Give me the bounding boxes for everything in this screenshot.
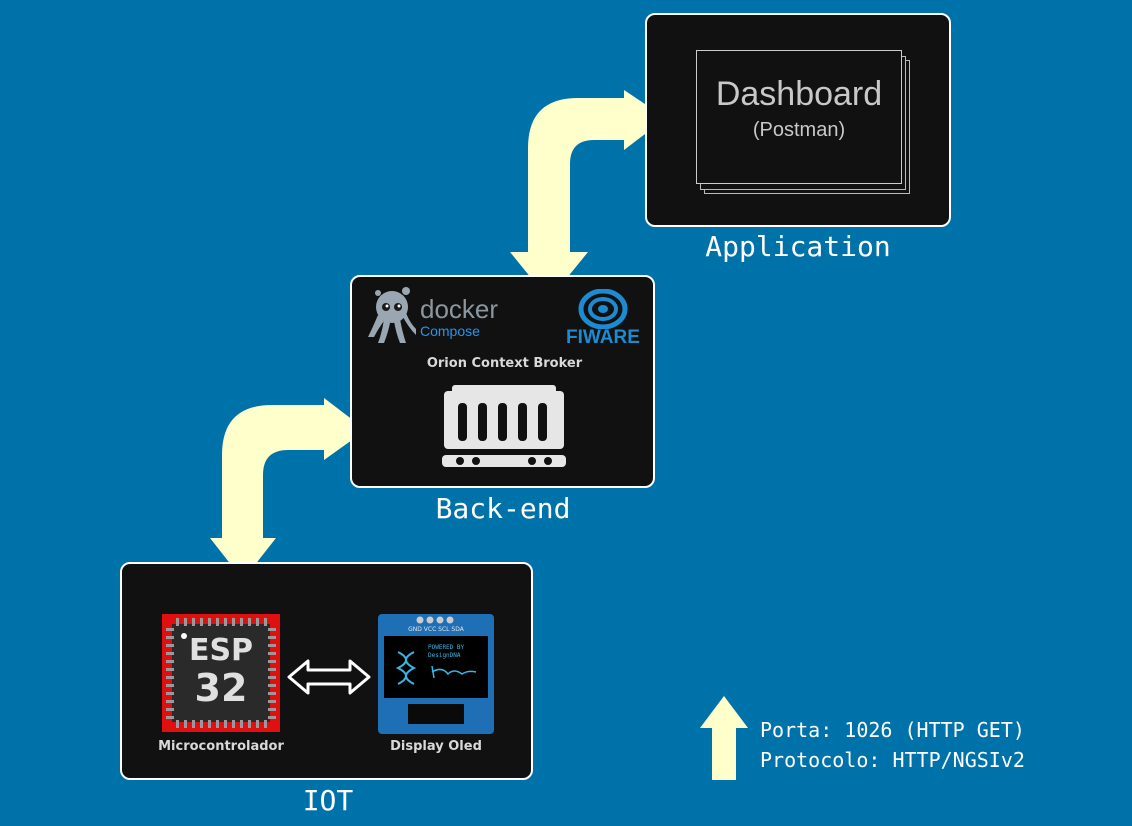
fiware-logo <box>578 289 628 329</box>
microcontroller-label: Microcontrolador <box>158 739 284 754</box>
docker-brand-text: docker <box>420 294 499 324</box>
up-arrow-icon <box>700 696 748 780</box>
legend-port: Porta: 1026 (HTTP GET) <box>760 718 1025 742</box>
dna-icon <box>395 651 417 685</box>
fiware-brand-text: FIWARE <box>566 327 640 348</box>
esp32-text-top: ESP <box>188 633 254 668</box>
docker-compose-logo <box>368 287 416 343</box>
docker-product-text: Compose <box>420 323 480 339</box>
dashboard-subtitle: (Postman) <box>752 119 846 141</box>
backend-application-arrow <box>510 90 666 300</box>
esp32-chip: ESP 32 <box>162 614 280 732</box>
iot-panel: ESP 32 Microcontrolador GND VCC SCL SDA … <box>120 562 533 780</box>
oled-pin-labels: GND VCC SCL SDA <box>408 626 464 633</box>
oled-screen-line2: DesignDNA <box>428 652 461 659</box>
esp32-text-bottom: 32 <box>194 666 248 710</box>
signature-icon <box>431 665 477 679</box>
dashboard-window: Dashboard (Postman) <box>696 50 902 184</box>
orion-broker-label: Orion Context Broker <box>426 356 583 371</box>
container-icon <box>442 385 566 467</box>
backend-caption: Back-end <box>435 492 571 525</box>
legend-protocol: Protocolo: HTTP/NGSIv2 <box>760 748 1025 772</box>
oled-screen: POWERED BY DesignDNA <box>384 636 488 698</box>
oled-pin-header <box>416 616 454 624</box>
dashboard-title: Dashboard <box>715 75 883 113</box>
application-caption: Application <box>705 230 891 263</box>
application-panel: Dashboard (Postman) <box>645 13 951 227</box>
oled-display: GND VCC SCL SDA POWERED BY DesignDNA <box>378 614 494 734</box>
double-arrow-icon <box>287 659 371 695</box>
iot-caption: IOT <box>302 784 354 817</box>
oled-screen-line1: POWERED BY <box>428 644 465 651</box>
esp32-pins <box>166 618 276 728</box>
backend-panel: docker Compose FIWARE Orion Context Brok… <box>350 275 655 488</box>
oled-ribbon <box>408 704 464 724</box>
display-oled-label: Display Oled <box>390 739 482 754</box>
iot-backend-arrow <box>210 398 366 580</box>
